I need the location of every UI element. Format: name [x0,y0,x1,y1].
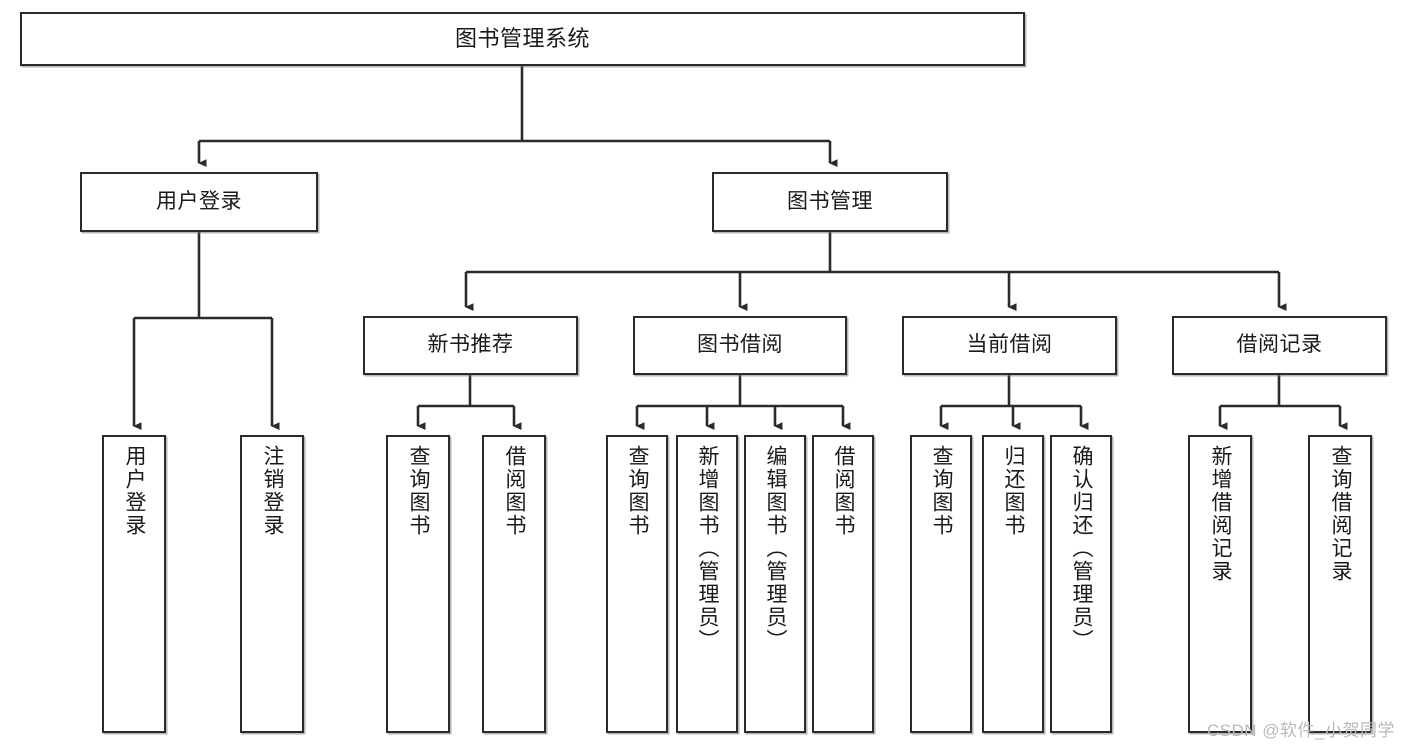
node-leaf-logout[interactable]: 注销登录 [240,435,304,733]
node-current-borrowing[interactable]: 当前借阅 [902,316,1117,375]
node-leaf-borrow-book-label: 借阅图书 [832,445,856,537]
node-leaf-query-borrow-record-label: 查询借阅记录 [1329,445,1353,583]
node-leaf-query-book-new-label: 查询图书 [407,445,431,537]
node-leaf-query-book-new[interactable]: 查询图书 [386,435,450,733]
node-leaf-logout-label: 注销登录 [261,445,285,537]
node-leaf-add-book-admin[interactable]: 新增图书（管理员） [676,435,738,733]
node-leaf-confirm-return-admin-label: 确认归还（管理员） [1070,445,1094,652]
node-leaf-query-book-borrow[interactable]: 查询图书 [606,435,668,733]
node-leaf-add-book-admin-label: 新增图书（管理员） [696,445,720,652]
node-leaf-query-book-current[interactable]: 查询图书 [910,435,972,733]
node-leaf-user-login[interactable]: 用户登录 [102,435,166,733]
node-new-book-recommendation-label: 新书推荐 [427,333,514,357]
node-book-borrowing-label: 图书借阅 [697,333,783,357]
node-root[interactable]: 图书管理系统 [20,12,1025,66]
node-leaf-edit-book-admin[interactable]: 编辑图书（管理员） [744,435,806,733]
node-leaf-return-book[interactable]: 归还图书 [982,435,1044,733]
node-user-login-label: 用户登录 [156,189,242,213]
node-leaf-query-book-borrow-label: 查询图书 [626,445,650,537]
node-leaf-user-login-label: 用户登录 [123,445,147,537]
node-book-management[interactable]: 图书管理 [712,172,948,232]
node-leaf-add-borrow-record[interactable]: 新增借阅记录 [1188,435,1252,733]
node-leaf-edit-book-admin-label: 编辑图书（管理员） [764,445,788,652]
node-book-management-label: 图书管理 [787,189,873,213]
node-root-label: 图书管理系统 [454,26,590,52]
csdn-watermark: CSDN @软件_小贺同学 [1206,721,1395,740]
node-user-login[interactable]: 用户登录 [80,172,318,232]
node-leaf-add-borrow-record-label: 新增借阅记录 [1209,445,1233,583]
node-current-borrowing-label: 当前借阅 [966,333,1053,357]
node-leaf-borrow-book-new[interactable]: 借阅图书 [482,435,546,733]
node-book-borrowing[interactable]: 图书借阅 [633,316,847,375]
node-borrowing-records[interactable]: 借阅记录 [1172,316,1387,375]
node-new-book-recommendation[interactable]: 新书推荐 [363,316,578,375]
node-leaf-query-book-current-label: 查询图书 [930,445,954,537]
node-leaf-return-book-label: 归还图书 [1002,445,1026,537]
node-leaf-borrow-book-new-label: 借阅图书 [503,445,527,537]
node-borrowing-records-label: 借阅记录 [1236,333,1323,357]
node-leaf-query-borrow-record[interactable]: 查询借阅记录 [1308,435,1372,733]
node-leaf-borrow-book[interactable]: 借阅图书 [812,435,874,733]
node-leaf-confirm-return-admin[interactable]: 确认归还（管理员） [1050,435,1112,733]
